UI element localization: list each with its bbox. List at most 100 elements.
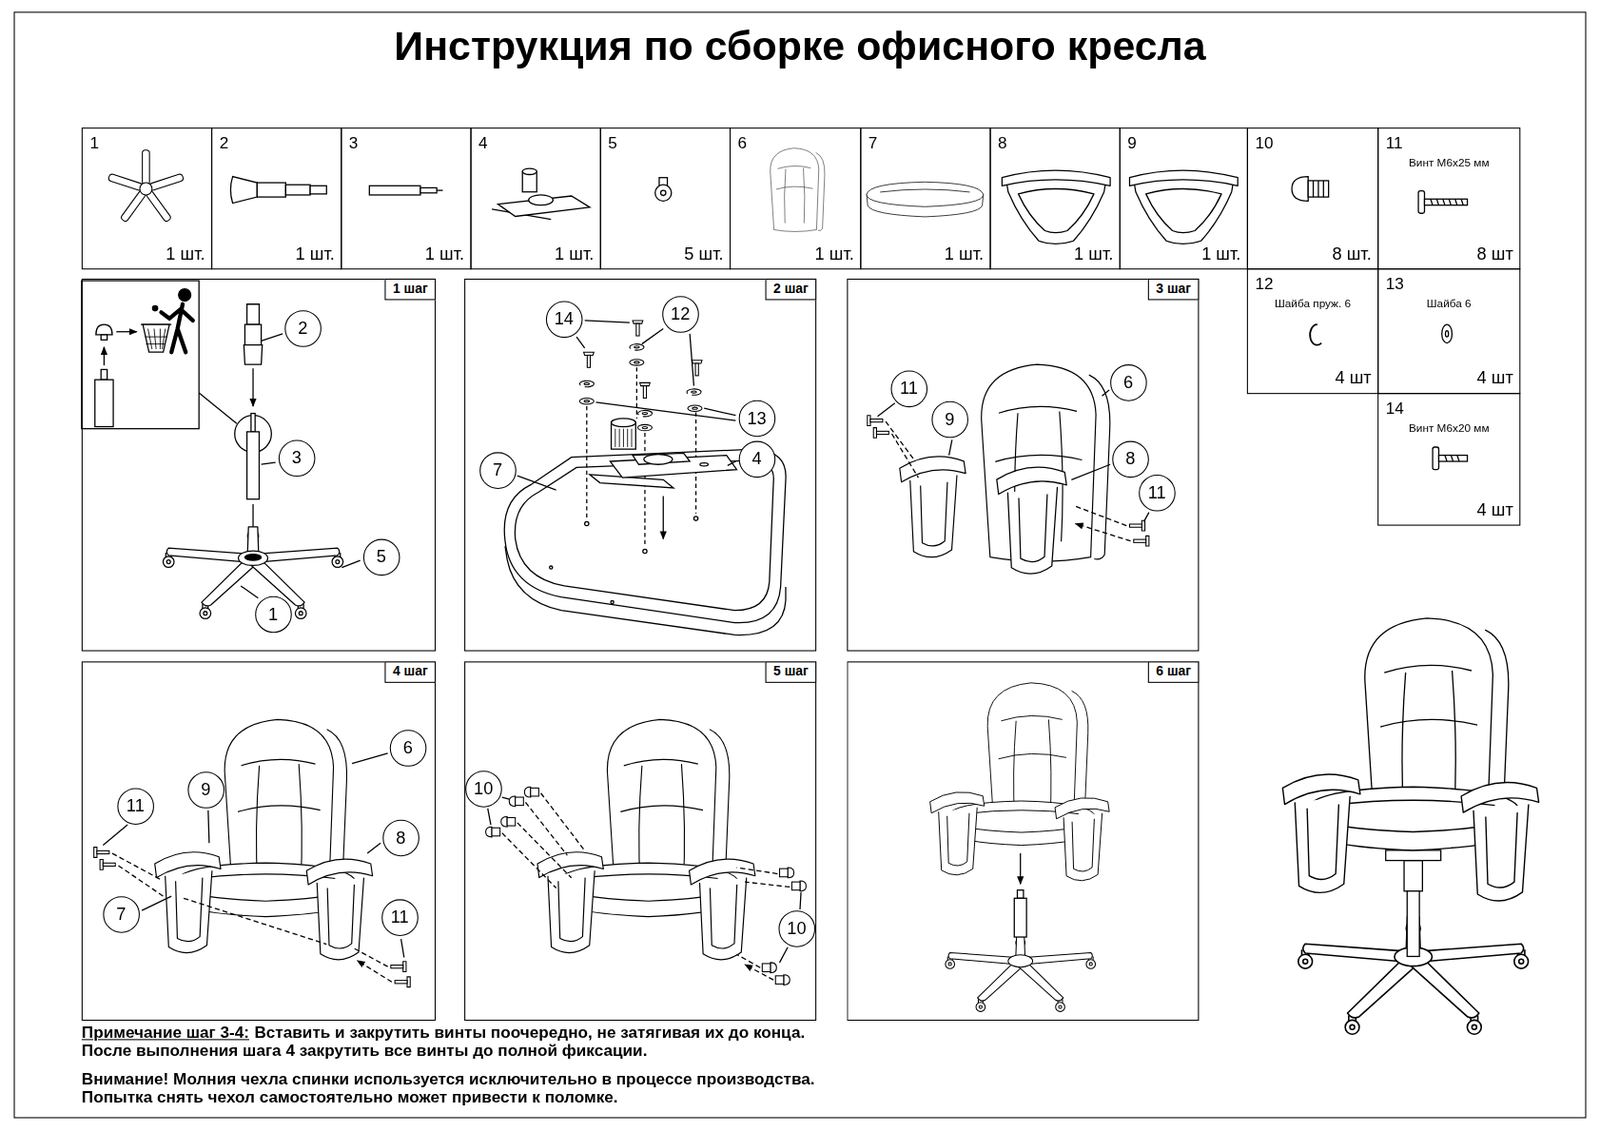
part-count: 4 шт [1335,369,1372,390]
part-count: 8 шт [1477,244,1514,265]
part-cell: 13Шайба 6 4 шт [1377,268,1521,394]
part-number: 6 [738,134,748,154]
part-name: Шайба 6 [1378,296,1520,311]
step-panel: 119687114 шаг [81,661,436,1021]
step-panel: 23511 шаг [81,278,436,652]
step-panel: 6 шаг [846,661,1199,1021]
part-count: 8 шт. [1331,244,1371,265]
step-panel: 11968113 шаг [846,278,1199,652]
callout-number: 12 [663,304,698,325]
part-number: 8 [997,134,1008,154]
part-number: 4 [478,134,488,154]
callout-circle: 12 [662,295,700,333]
callout-number: 7 [480,460,515,481]
callout-number: 4 [739,448,774,469]
part-cell: 1 1 шт. [81,127,213,270]
callout-number: 13 [739,408,774,429]
part-number: 12 [1254,274,1273,294]
part-name: Винт М6х20 мм [1378,421,1520,435]
part-cell: 12Шайба пруж. 6 4 шт [1247,268,1379,394]
assembled-chair [1282,618,1539,1035]
callout-circle: 8 [1112,440,1150,478]
callout-number: 10 [466,779,501,800]
step-label: 1 шаг [384,278,436,300]
part-name: Винт М6х25 мм [1378,156,1520,170]
callout-number: 3 [279,448,314,469]
part-cell: 9 1 шт. [1119,127,1249,270]
step-label: 5 шаг [764,661,817,683]
callout-circle: 14 [546,300,584,338]
note-text: Вставить и закрутить винты поочередно, н… [253,1023,805,1043]
callout-circle: 6 [389,729,427,767]
callout-number: 6 [390,738,426,759]
callout-circle: 11 [381,898,419,937]
callout-circle: 7 [479,451,517,489]
part-cell: 4 1 шт. [470,127,602,270]
callout-circle: 10 [465,770,503,808]
step3-illustration [867,364,1150,574]
callout-number: 8 [383,827,418,848]
part-cell: 8 1 шт. [990,127,1121,270]
callout-circle: 2 [284,310,322,348]
part-number: 13 [1385,274,1405,294]
part-count: 1 шт. [295,244,335,265]
callout-circle: 10 [778,910,816,948]
part-count: 1 шт. [425,244,465,265]
part-cell: 3 1 шт. [340,127,471,270]
part-number: 14 [1385,399,1405,419]
part-number: 1 [89,134,99,154]
step2-illustration [504,320,786,636]
callout-number: 11 [1139,482,1174,503]
callout-number: 11 [891,378,926,399]
step-label: 3 шаг [1148,278,1200,300]
part-name: Шайба пруж. 6 [1248,296,1378,311]
part-count: 4 шт [1477,500,1514,521]
part-count: 1 шт. [815,244,855,265]
part-count: 1 шт. [944,244,984,265]
part-cell: 11Винт М6х25 мм 8 шт [1377,127,1521,270]
step-panel: 141213742 шаг [464,278,817,652]
callout-number: 8 [1112,448,1148,469]
part-icons [107,148,1467,470]
callout-circle: 7 [102,896,140,934]
callout-number: 5 [364,546,399,567]
part-number: 3 [349,134,359,154]
callout-circle: 4 [738,440,776,478]
part-cell: 55 шт. [600,127,731,270]
part-number: 11 [1385,134,1404,154]
part-count: 1 шт. [165,244,205,265]
callout-number: 11 [382,907,417,928]
part-count: 1 шт. [1201,244,1241,265]
step5-illustration [486,719,807,985]
callout-circle: 9 [931,400,969,438]
callout-number: 2 [285,318,320,339]
callout-circle: 6 [1110,364,1148,402]
callout-number: 7 [103,904,138,925]
part-cell: 2 1 шт. [211,127,342,270]
part-cell: 71 шт. [859,127,991,270]
step4-illustration [94,719,411,987]
callout-number: 6 [1111,372,1146,393]
note-heading: Примечание шаг 3-4: [81,1023,250,1043]
part-cell: 14Винт М6х20 мм 4 шт [1377,392,1521,526]
part-count: 1 шт. [1073,244,1113,265]
page-title: Инструкция по сборке офисного кресла [0,22,1600,70]
part-cell: 6 1 шт. [729,127,861,270]
callout-circle: 11 [1138,474,1176,512]
part-count: 4 шт [1477,369,1514,390]
callout-circle: 13 [738,399,776,437]
part-number: 2 [219,134,230,154]
step6-illustration [930,682,1110,1013]
step-label: 4 шаг [384,661,436,683]
part-cell: 108 шт. [1247,127,1379,270]
part-number: 9 [1127,134,1137,154]
part-number: 5 [607,134,618,154]
note-text: Внимание! Молния чехла спинки использует… [81,1070,816,1090]
note-text: После выполнения шага 4 закрутить все ви… [81,1040,648,1060]
note-text: Попытка снять чехол самостоятельно может… [81,1088,619,1108]
callout-circle: 11 [890,370,928,408]
callout-circle: 11 [117,787,155,825]
part-count: 1 шт. [554,244,594,265]
page-frame [14,12,1586,1118]
